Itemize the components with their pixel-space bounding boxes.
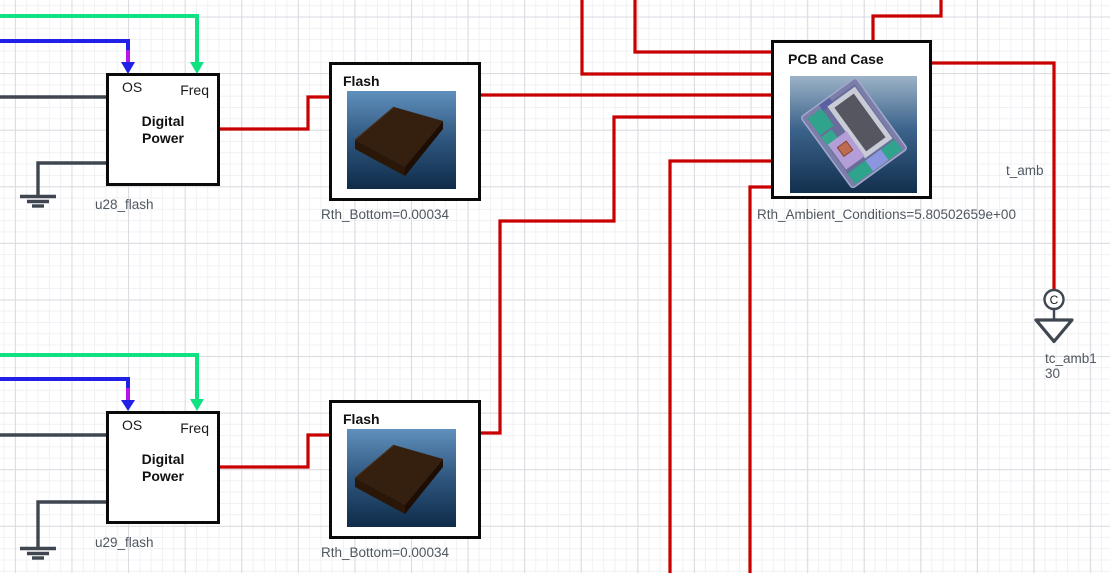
- block-pcb-and-case[interactable]: PCB and Case: [771, 40, 932, 199]
- temp-source-triangle-icon[interactable]: [1034, 318, 1074, 344]
- wire-top-2-to-pcb[interactable]: [580, 0, 775, 76]
- ground-wire-net[interactable]: [0, 95, 110, 560]
- ambient-temp-source[interactable]: C: [1034, 288, 1074, 344]
- block-title: Digital Power: [141, 113, 185, 146]
- block-title: Digital Power: [141, 451, 185, 484]
- port-os: OS: [122, 417, 143, 433]
- wire-top-1-to-pcb[interactable]: [633, 0, 775, 54]
- port-freq: Freq: [180, 82, 209, 98]
- param-label: Rth_Bottom=0.00034: [321, 545, 449, 560]
- wire-freq-u29[interactable]: [0, 353, 199, 400]
- block-flash-2[interactable]: Flash: [329, 400, 481, 539]
- param-label: Rth_Ambient_Conditions=5.80502659e+00: [757, 207, 1016, 222]
- freq-wire-net[interactable]: [0, 14, 199, 400]
- os-wire-net[interactable]: [0, 39, 130, 390]
- ground-icon[interactable]: [20, 194, 56, 208]
- ground-icon[interactable]: [20, 546, 56, 560]
- block-title: Flash: [343, 73, 380, 89]
- wire-u28-to-flash1[interactable]: [216, 95, 333, 131]
- arrow-down-icon: [121, 62, 135, 74]
- instance-label: u29_flash: [95, 535, 154, 550]
- wire-freq-u28[interactable]: [0, 14, 199, 63]
- heat-wire-net[interactable]: [216, 0, 1056, 573]
- flash-chip-image: [347, 429, 456, 527]
- wire-flash2-to-pcb[interactable]: [478, 115, 775, 435]
- block-flash-1[interactable]: Flash: [329, 62, 481, 201]
- wire-bottom-2-to-pcb[interactable]: [748, 185, 775, 573]
- block-title: PCB and Case: [788, 51, 884, 67]
- wire-os-u29[interactable]: [0, 377, 130, 390]
- wire-os-u28[interactable]: [0, 39, 130, 52]
- param-label: Rth_Bottom=0.00034: [321, 207, 449, 222]
- wire-label-t-amb: t_amb: [1006, 163, 1044, 178]
- block-digital-power-u29[interactable]: OS Freq Digital Power: [106, 411, 220, 524]
- temp-source-letter: C: [1050, 293, 1059, 307]
- wire-top-entry-pcb[interactable]: [871, 0, 943, 44]
- probe-name-label: tc_amb1: [1045, 351, 1097, 366]
- arrow-down-icon: [190, 399, 204, 411]
- arrow-down-icon: [121, 400, 135, 411]
- port-os: OS: [122, 79, 143, 95]
- wire-bottom-1-to-pcb[interactable]: [668, 159, 775, 573]
- wire-pcb-to-ambient[interactable]: [928, 61, 1056, 290]
- pcb-image: [790, 76, 917, 193]
- probe-value-label: 30: [1045, 366, 1061, 381]
- instance-label: u28_flash: [95, 197, 154, 212]
- port-freq: Freq: [180, 420, 209, 436]
- arrow-down-icon: [190, 62, 204, 74]
- block-digital-power-u28[interactable]: OS Freq Digital Power: [106, 73, 220, 186]
- freq-arrowheads: [190, 62, 204, 411]
- wire-u29-to-flash2[interactable]: [216, 433, 333, 469]
- block-title: Flash: [343, 411, 380, 427]
- wire-ground-u29[interactable]: [36, 500, 110, 547]
- flash-chip-image: [347, 91, 456, 189]
- os-arrowheads: [121, 62, 135, 411]
- wire-ground-u28[interactable]: [36, 161, 110, 195]
